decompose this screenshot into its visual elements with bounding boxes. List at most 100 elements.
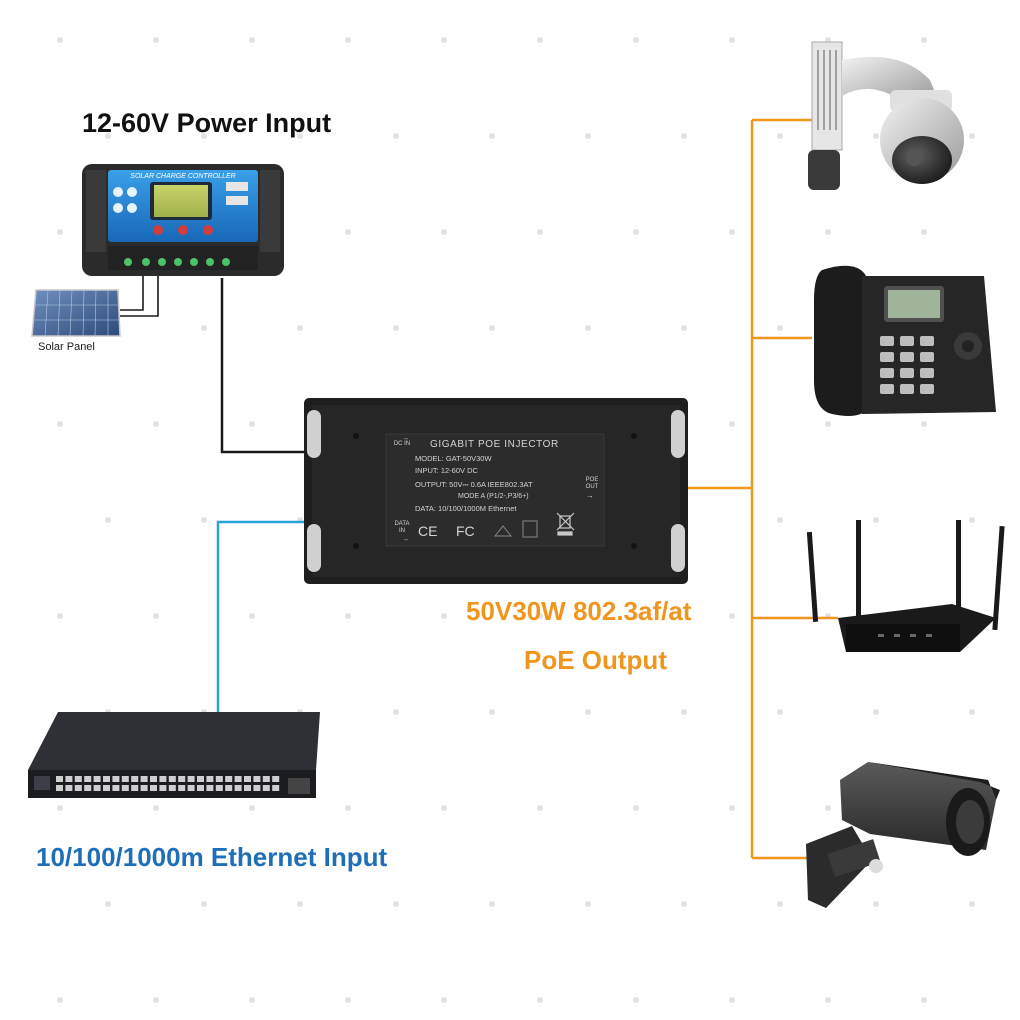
poe-output-cables: [688, 118, 838, 860]
injector-output: OUTPUT: 50V⎓ 0.6A IEEE802.3AT: [415, 480, 533, 489]
background-dot: [153, 805, 159, 811]
background-dot: [57, 613, 63, 619]
background-dot: [105, 517, 111, 523]
background-dot: [777, 709, 783, 715]
background-dot: [873, 133, 879, 139]
ip-phone-icon: [814, 265, 996, 416]
switch-port: [215, 785, 223, 791]
phone-key: [920, 352, 934, 362]
switch-port: [244, 776, 251, 782]
background-dot: [969, 901, 975, 907]
switch-port: [159, 776, 167, 782]
background-dot: [681, 901, 687, 907]
poe-output-subtitle: PoE Output: [524, 645, 667, 675]
switch-port: [112, 776, 120, 782]
data-in-label: DATA: [394, 521, 409, 527]
phone-key: [920, 384, 934, 394]
injector-title: GIGABIT POE INJECTOR: [430, 439, 559, 450]
phone-key: [920, 368, 934, 378]
background-dot: [537, 805, 543, 811]
solar-panel-label: Solar Panel: [38, 341, 95, 353]
switch-port: [206, 776, 214, 782]
background-dot: [825, 421, 831, 427]
background-dot: [393, 901, 399, 907]
injector-mode: MODE A (P1/2-,P3/6+): [458, 493, 529, 500]
poe-out-label: POE: [586, 477, 599, 483]
background-dot: [345, 997, 351, 1003]
switch-port: [206, 785, 214, 791]
background-dot: [57, 805, 63, 811]
power-cable: [220, 278, 306, 454]
switch-port: [84, 785, 92, 791]
background-dot: [489, 133, 495, 139]
background-dot: [153, 613, 159, 619]
background-dot: [537, 613, 543, 619]
background-dot: [345, 37, 351, 43]
background-dot: [729, 805, 735, 811]
switch-port: [178, 785, 186, 791]
background-dot: [297, 901, 303, 907]
background-dot: [153, 421, 159, 427]
background-dot: [297, 325, 303, 331]
dc-in-label: DC IN: [394, 441, 410, 447]
background-dot: [969, 517, 975, 523]
background-dot: [873, 517, 879, 523]
poe-output-title: 50V30W 802.3af/at: [466, 596, 692, 626]
switch-port: [103, 776, 110, 782]
phone-key: [880, 384, 894, 394]
solar-cable: [120, 270, 159, 317]
background-dot: [441, 37, 447, 43]
background-dot: [153, 997, 159, 1003]
poe-out-label-2: OUT: [586, 484, 599, 490]
power-input-title: 12-60V Power Input: [82, 108, 332, 138]
background-dot: [249, 805, 255, 811]
background-dot: [249, 421, 255, 427]
svg-text:→: →: [402, 536, 409, 543]
injector-data: DATA: 10/100/1000M Ethernet: [415, 504, 517, 513]
controller-header-text: SOLAR CHARGE CONTROLLER: [130, 173, 235, 180]
weee-bin-icon: [556, 512, 575, 536]
background-dot: [201, 901, 207, 907]
switch-port: [65, 785, 73, 791]
svg-text:→: →: [586, 491, 594, 500]
switch-port: [140, 776, 148, 782]
background-dot: [297, 133, 303, 139]
switch-port: [253, 776, 261, 782]
background-dot: [873, 709, 879, 715]
background-dot: [393, 325, 399, 331]
data-cable: [216, 520, 306, 778]
background-dot: [633, 997, 639, 1003]
switch-port: [272, 776, 280, 782]
background-dot: [393, 709, 399, 715]
switch-port: [56, 785, 63, 791]
background-dot: [393, 133, 399, 139]
background-dot: [201, 133, 207, 139]
background-dot: [633, 613, 639, 619]
background-dot: [201, 325, 207, 331]
background-dot: [921, 997, 927, 1003]
switch-port: [197, 776, 204, 782]
switch-port: [225, 776, 233, 782]
background-dot: [537, 37, 543, 43]
background-dot: [969, 709, 975, 715]
switch-port: [121, 776, 129, 782]
background-dot: [489, 901, 495, 907]
background-dot: [777, 517, 783, 523]
bullet-camera-icon: [806, 762, 1000, 908]
background-dot: [201, 517, 207, 523]
background-dot: [633, 37, 639, 43]
switch-port: [131, 785, 139, 791]
background-dot: [921, 37, 927, 43]
background-dot: [249, 37, 255, 43]
background-dot: [585, 133, 591, 139]
background-dot: [729, 613, 735, 619]
wifi-router-icon: [806, 520, 1005, 652]
background-dot: [681, 133, 687, 139]
switch-port: [150, 776, 157, 782]
phone-key: [900, 352, 914, 362]
switch-port: [93, 785, 101, 791]
switch-port: [262, 776, 270, 782]
switch-port: [234, 776, 242, 782]
